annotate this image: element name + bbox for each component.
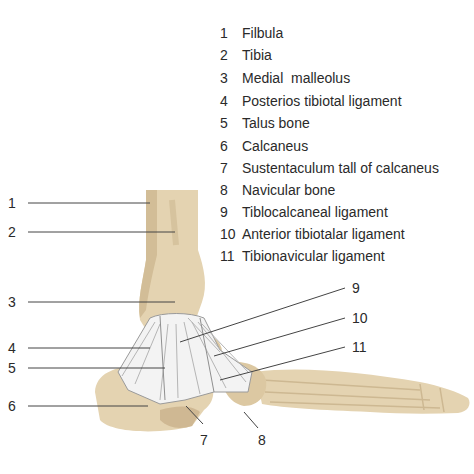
part-name: Sustentaculum tall of calcaneus	[242, 160, 439, 176]
callout-number: 6	[8, 398, 16, 414]
callout-number: 7	[200, 432, 208, 448]
leader-line	[220, 347, 345, 380]
ligaments	[118, 314, 252, 405]
callout-number: 8	[258, 432, 266, 448]
metatarsal-bones	[255, 370, 470, 414]
list-number: 10	[220, 226, 236, 242]
toe-joints	[420, 384, 444, 412]
list-number: 3	[220, 70, 228, 86]
leader-line	[28, 232, 175, 233]
list-number: 4	[220, 93, 228, 109]
callout-number: 4	[8, 340, 16, 356]
list-number: 5	[220, 115, 228, 131]
leader-line	[214, 318, 345, 356]
list-number: 11	[220, 248, 235, 264]
list-number: 8	[220, 182, 228, 198]
part-name: Filbula	[242, 25, 283, 41]
deltoid-ligament	[118, 314, 252, 405]
callout-number: 3	[8, 294, 16, 310]
part-name: Anterior tibiotalar ligament	[242, 226, 405, 242]
leader-line	[28, 203, 150, 204]
leader-line	[180, 288, 345, 342]
metatarsal-lines	[262, 380, 440, 408]
part-name: Tibionavicular ligament	[242, 248, 385, 264]
part-name: Tiblocalcaneal ligament	[242, 204, 388, 220]
ligament-borders	[160, 316, 214, 400]
part-name: Tibia	[242, 47, 272, 63]
leader-line	[244, 412, 258, 428]
part-name: Talus bone	[242, 115, 310, 131]
list-number: 9	[220, 204, 228, 220]
tibia-shade	[172, 200, 176, 245]
sustentaculum-shade	[160, 407, 200, 429]
leader-line	[28, 368, 165, 369]
leader-line	[28, 406, 148, 407]
list-number: 7	[220, 160, 228, 176]
part-name: Calcaneus	[242, 138, 308, 154]
leader-line	[28, 302, 175, 303]
fibula-bone	[139, 190, 157, 318]
part-name: Medial malleolus	[242, 70, 350, 86]
list-number: 1	[220, 25, 228, 41]
leader-line	[28, 348, 150, 349]
callout-number: 5	[8, 360, 16, 376]
ligament-fibers	[122, 318, 248, 400]
list-number: 2	[220, 47, 228, 63]
part-name: Navicular bone	[242, 182, 335, 198]
callout-number: 1	[8, 195, 16, 211]
callout-number: 2	[8, 224, 16, 240]
callout-number: 10	[352, 310, 368, 326]
part-name: Posterios tibiotal ligament	[242, 93, 402, 109]
callout-number: 11	[352, 339, 367, 355]
list-number: 6	[220, 138, 228, 154]
callout-number: 9	[352, 280, 360, 296]
leader-line	[186, 406, 203, 424]
